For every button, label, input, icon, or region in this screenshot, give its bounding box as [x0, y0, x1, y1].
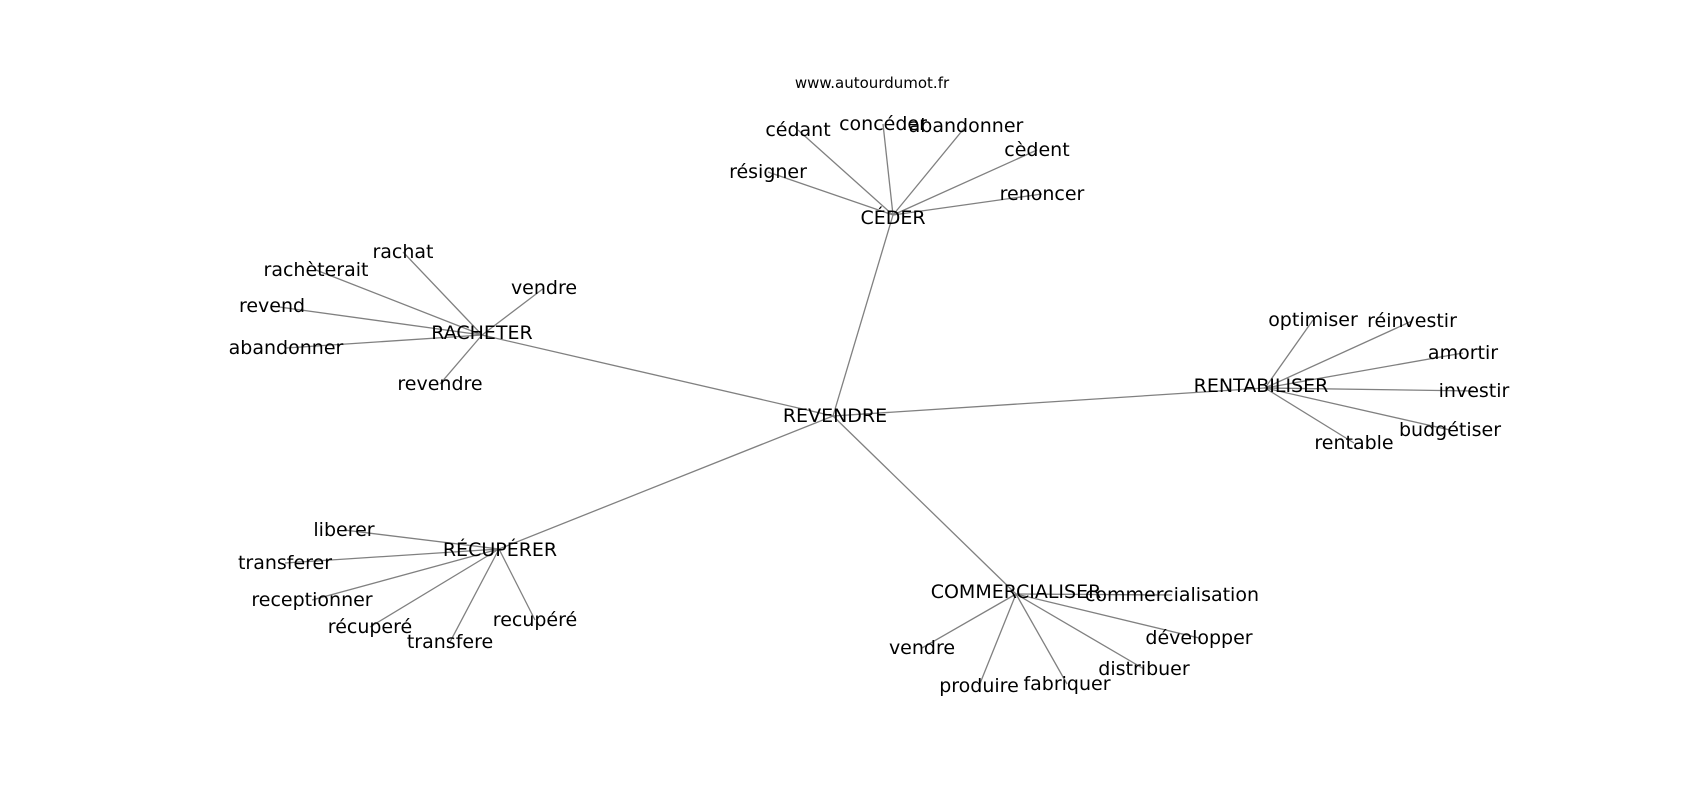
cluster-word-ceder: CÉDER: [860, 206, 925, 229]
edge-ceder-renoncer: [892, 193, 1043, 216]
edge-ceder-resigner: [767, 171, 894, 216]
association-racheter-revend: revend: [239, 295, 305, 317]
edge-rentabiliser-amortir: [1264, 352, 1464, 389]
edge-ceder-conceder: [882, 123, 894, 216]
edge-recuperer-liberer: [343, 529, 500, 550]
edge-commercialiser-distribuer: [1015, 593, 1145, 670]
association-racheter-racheterait: rachèterait: [264, 259, 369, 281]
association-racheter-rachat: rachat: [372, 241, 433, 263]
edge-recuperer-recupere: [369, 548, 500, 628]
edge-recuperer-transfere: [449, 548, 500, 643]
association-ceder-conceder: concéder: [839, 113, 927, 135]
association-ceder-cedent: cèdent: [1004, 139, 1069, 161]
graph-edges: [271, 123, 1475, 687]
association-racheter-revendre: revendre: [397, 373, 482, 395]
association-commercialiser-distribuer: distribuer: [1098, 658, 1190, 680]
edge-rentabiliser-rentable: [1264, 387, 1355, 444]
cluster-word-racheter: RACHETER: [431, 322, 532, 344]
association-commercialiser-commercialisation: commercialisation: [1085, 584, 1259, 606]
association-recuperer-transfere: transfere: [407, 631, 493, 653]
edge-rentabiliser-investir: [1264, 387, 1475, 392]
edge-recuperer-recupere: [498, 548, 536, 621]
edge-racheter-abandonner: [285, 334, 483, 349]
edge-racheter-revendre: [439, 334, 483, 385]
association-racheter-vendre: vendre: [511, 277, 577, 299]
edge-recuperer-transferer: [284, 548, 500, 564]
association-rentabiliser-optimiser: optimiser: [1268, 309, 1358, 331]
cluster-word-recuperer: RÉCUPÉRER: [443, 538, 557, 561]
association-rentabiliser-rentable: rentable: [1314, 432, 1393, 454]
edge-ceder-abandonner: [892, 125, 967, 216]
cluster-word-rentabiliser: RENTABILISER: [1194, 375, 1329, 397]
edge-rentabiliser-reinvestir: [1264, 320, 1413, 389]
cluster-word-commercialiser: COMMERCIALISER: [931, 581, 1102, 603]
association-ceder-renoncer: renoncer: [1000, 183, 1085, 205]
edge-revendre-rentabiliser: [832, 387, 1266, 417]
edge-revendre-recuperer: [498, 415, 834, 550]
edge-racheter-vendre: [481, 287, 545, 336]
center-word-label: REVENDRE: [783, 405, 887, 427]
association-commercialiser-fabriquer: fabriquer: [1023, 673, 1110, 695]
edge-racheter-revend: [271, 305, 483, 336]
association-recuperer-transferer: transferer: [238, 552, 332, 574]
edge-rentabiliser-budgetiser: [1264, 387, 1451, 431]
edge-racheter-rachat: [402, 251, 483, 336]
association-recuperer-recupere: recupéré: [493, 609, 577, 631]
association-racheter-abandonner: abandonner: [229, 337, 344, 359]
association-rentabiliser-reinvestir: réinvestir: [1367, 310, 1457, 332]
edge-rentabiliser-optimiser: [1264, 319, 1314, 389]
association-ceder-resigner: résigner: [729, 161, 807, 183]
association-rentabiliser-amortir: amortir: [1428, 342, 1498, 364]
edge-commercialiser-fabriquer: [1015, 593, 1068, 685]
edge-commercialiser-developper: [1015, 593, 1200, 639]
edge-recuperer-receptionner: [311, 548, 500, 601]
edge-commercialiser-commercialisation: [1015, 593, 1173, 596]
association-recuperer-receptionner: receptionner: [251, 589, 372, 611]
edge-ceder-cedant: [797, 129, 894, 216]
edge-ceder-cedent: [892, 149, 1038, 216]
edge-revendre-ceder: [832, 214, 894, 417]
association-recuperer-recupere: récuperé: [328, 616, 412, 638]
association-commercialiser-developper: développer: [1145, 627, 1252, 649]
association-ceder-cedant: cédant: [765, 119, 830, 141]
association-ceder-abandonner: abandonner: [909, 115, 1024, 137]
association-recuperer-liberer: liberer: [313, 519, 374, 541]
edge-commercialiser-produire: [978, 593, 1017, 687]
association-rentabiliser-budgetiser: budgétiser: [1399, 419, 1501, 441]
edge-racheter-racheterait: [315, 269, 483, 336]
edge-commercialiser-vendre: [921, 593, 1017, 649]
edge-revendre-racheter: [481, 334, 834, 417]
edge-revendre-commercialiser: [832, 415, 1017, 595]
association-commercialiser-vendre: vendre: [889, 637, 955, 659]
association-commercialiser-produire: produire: [939, 675, 1019, 697]
source-label: www.autourdumot.fr: [795, 74, 950, 92]
association-rentabiliser-investir: investir: [1439, 380, 1510, 402]
